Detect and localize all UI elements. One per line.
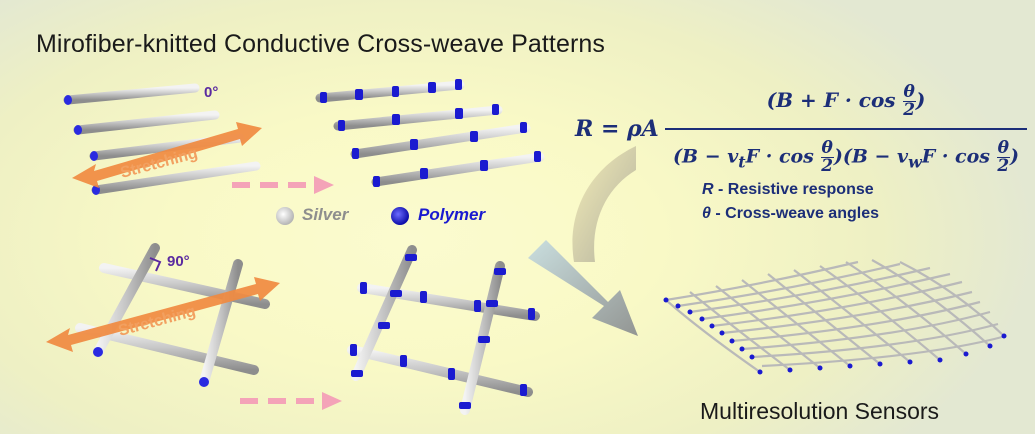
polymer-dot-icon [391, 207, 409, 225]
legend-cross-weave-angles: θ - Cross-weave angles [702, 205, 879, 223]
mesh-columns [665, 259, 1005, 373]
big-diagonal-arrow [528, 240, 638, 336]
stretching-arrow [46, 277, 280, 352]
polymer-label: Polymer [418, 205, 486, 224]
mesh-polymer-dots [663, 297, 1007, 375]
angle-label-0: 0° [204, 84, 219, 101]
dashed-arrow-bottom [240, 392, 342, 410]
stretching-label: Stretching [117, 303, 198, 340]
fiber [347, 345, 533, 397]
sensor-caption: Multiresolution Sensors [700, 398, 940, 424]
silver-dot-icon [276, 207, 294, 225]
fiber [63, 83, 200, 105]
figure-title: Mirofiber-knitted Conductive Cross-weave… [36, 30, 606, 58]
stretching-arrow [72, 122, 262, 188]
fiber-end [90, 151, 98, 161]
right-angle-marker [149, 257, 162, 272]
fiber [91, 161, 261, 195]
fiber [351, 245, 417, 381]
legend-text: - Cross-weave angles [710, 205, 879, 222]
fiber-end [74, 125, 82, 135]
fiber-end [199, 377, 209, 387]
legend-symbol: R [702, 181, 714, 198]
fiber [371, 152, 545, 187]
legend-symbol: θ [702, 205, 711, 222]
silver-label: Silver [302, 205, 349, 224]
polymer-segments [320, 79, 541, 187]
fiber-end [64, 95, 72, 105]
angle-label-90: 90° [167, 253, 190, 270]
segmented-fibers-group [315, 79, 545, 187]
polymer-segments [350, 254, 535, 409]
legend-resistive-response: R - Resistive response [702, 181, 874, 199]
fiber [73, 110, 220, 135]
fiber [199, 259, 243, 387]
equation-lhs: R = ρA [575, 116, 659, 142]
fiber-end [93, 347, 103, 357]
cross-weave-group: Stretching [46, 243, 280, 387]
parallel-fibers-group: Stretching [63, 83, 262, 195]
fiber [333, 105, 503, 131]
legend-text: - Resistive response [713, 181, 874, 198]
curved-arrow [572, 146, 636, 262]
sensor-mesh [663, 259, 1007, 375]
fiber [350, 123, 531, 159]
segmented-cross-weave-group [347, 245, 540, 415]
fraction-bar [665, 128, 1027, 130]
fiber [315, 80, 465, 103]
dashed-arrow-top [232, 176, 334, 194]
